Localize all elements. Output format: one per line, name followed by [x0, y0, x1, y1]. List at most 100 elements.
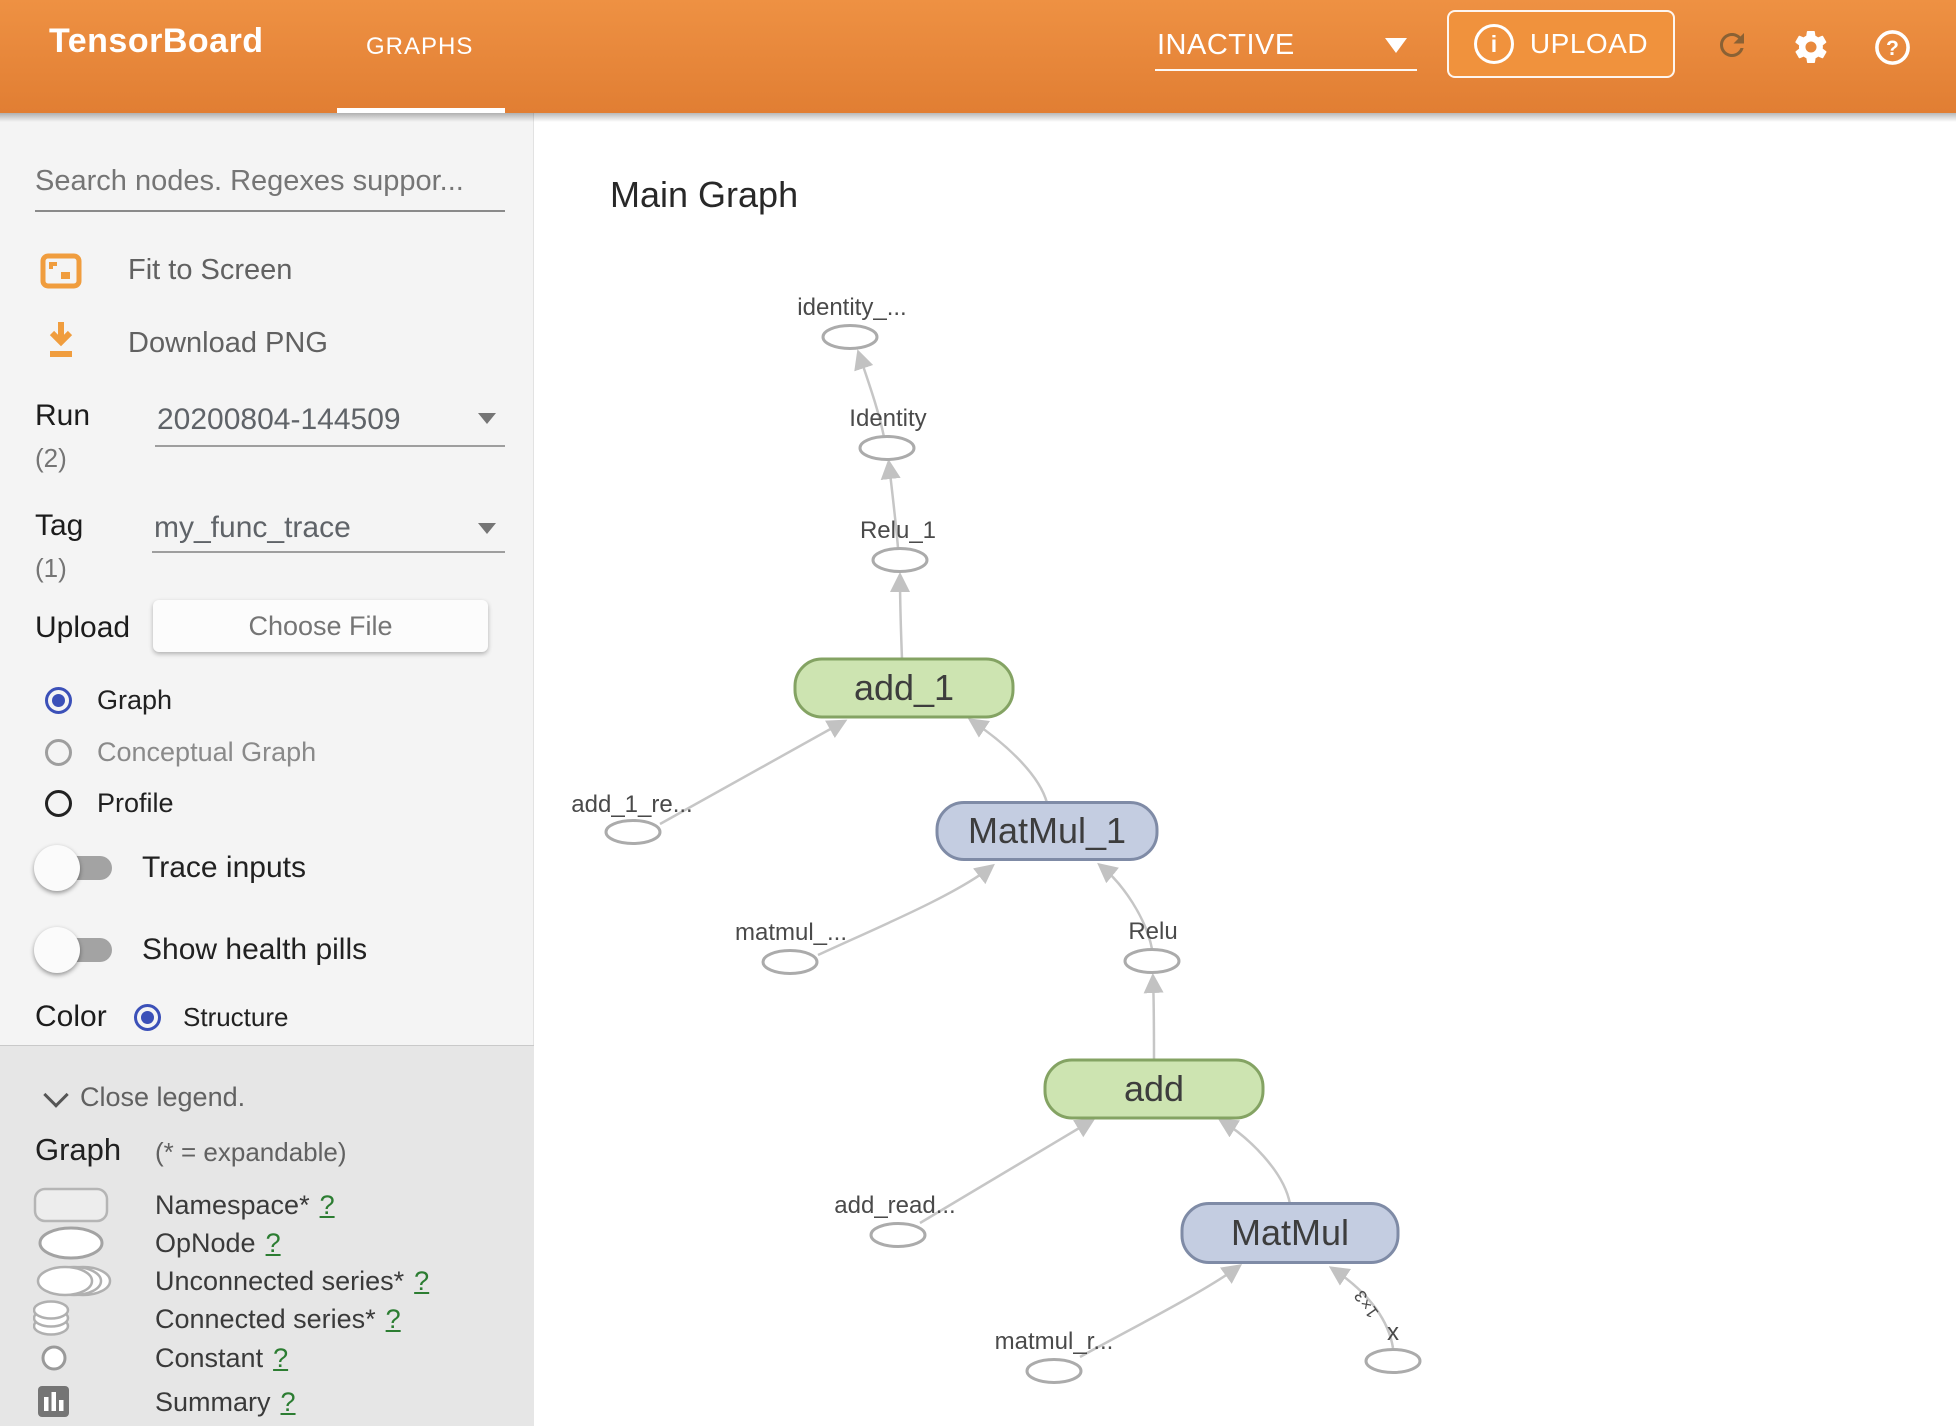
- graph-node-add_1_re[interactable]: [604, 819, 662, 845]
- tab-graphs[interactable]: GRAPHS: [366, 33, 474, 60]
- graph-edge-matmul_-to-MatMul_1: [817, 863, 995, 957]
- graph-node-identity_out[interactable]: [821, 324, 879, 350]
- legend-item-connected-series: Connected series*?: [0, 1297, 534, 1341]
- help-link[interactable]: ?: [273, 1342, 289, 1373]
- run-select[interactable]: 20200804-144509: [157, 403, 401, 436]
- graph-node-add[interactable]: [1043, 1058, 1265, 1120]
- graph-edge-Relu_1-to-Identity: [880, 459, 901, 549]
- help-icon[interactable]: ?: [1873, 28, 1912, 67]
- graph-node-label: matmul_r...: [995, 1328, 1114, 1355]
- graph-node-label: add_read...: [834, 1192, 955, 1219]
- show-health-pills-toggle[interactable]: Show health pills: [34, 927, 367, 973]
- dropdown-caret-icon[interactable]: [1385, 38, 1407, 53]
- help-link[interactable]: ?: [280, 1386, 296, 1417]
- graph-edge-add_1_re-to-add_1: [659, 719, 848, 826]
- legend-item-namespace: Namespace*?: [0, 1183, 534, 1227]
- graph-edge-MatMul_1-to-add_1: [967, 718, 1049, 804]
- radio-unselected-icon: [45, 738, 72, 766]
- graph-node-label: Identity: [849, 405, 926, 432]
- tag-underline: [152, 551, 505, 553]
- graph-node-label: add_1_re...: [571, 791, 692, 818]
- graph-node-x[interactable]: [1364, 1348, 1422, 1374]
- graph-node-Identity[interactable]: [858, 435, 916, 461]
- fit-to-screen-button[interactable]: Fit to Screen: [128, 254, 293, 286]
- download-png-icon[interactable]: [44, 320, 78, 360]
- tag-select[interactable]: my_func_trace: [154, 511, 351, 544]
- graph-node-matmul_[interactable]: [761, 949, 819, 975]
- search-input[interactable]: [35, 165, 505, 212]
- summary-icon: [33, 1380, 113, 1424]
- legend-note: (* = expandable): [155, 1137, 347, 1167]
- color-label: Color: [35, 1000, 107, 1033]
- graph-node-label: x: [1387, 1319, 1399, 1346]
- graph-node-label: matmul_...: [735, 919, 847, 946]
- help-link[interactable]: ?: [414, 1265, 430, 1296]
- radio-profile[interactable]: Profile: [45, 788, 174, 818]
- status-underline: [1155, 69, 1417, 71]
- help-link[interactable]: ?: [319, 1189, 335, 1220]
- graph-node-Relu_1[interactable]: [871, 547, 929, 573]
- constant-icon: [33, 1336, 113, 1380]
- choose-file-button[interactable]: Choose File: [153, 600, 488, 652]
- tag-caret-icon[interactable]: [478, 523, 496, 534]
- toggle-off-icon: [34, 845, 112, 891]
- graph-edge-matmul_r-to-MatMul: [1079, 1264, 1243, 1359]
- radio-conceptual-graph[interactable]: Conceptual Graph: [45, 737, 316, 767]
- graph-node-Relu[interactable]: [1123, 948, 1181, 974]
- app-header: TensorBoard GRAPHS INACTIVE i UPLOAD ?: [0, 0, 1956, 113]
- tag-label: Tag: [35, 509, 84, 542]
- graph-node-label: MatMul_1: [968, 810, 1126, 851]
- download-png-button[interactable]: Download PNG: [128, 327, 328, 359]
- radio-graph[interactable]: Graph: [45, 685, 172, 715]
- graph-node-label: MatMul: [1231, 1212, 1349, 1253]
- close-legend-button[interactable]: Close legend.: [80, 1082, 246, 1112]
- graph-node-MatMul_1[interactable]: [935, 801, 1159, 861]
- radio-selected-icon: [45, 686, 72, 714]
- info-icon: i: [1473, 24, 1514, 64]
- graph-node-label: add_1: [854, 667, 954, 708]
- graph-node-add_1[interactable]: [793, 657, 1015, 719]
- upload-button-label: UPLOAD: [1529, 28, 1649, 59]
- help-link[interactable]: ?: [265, 1227, 281, 1258]
- fit-to-screen-icon[interactable]: [40, 252, 82, 290]
- toggle-off-icon: [34, 927, 112, 973]
- graph-edge-add-to-Relu: [1143, 973, 1164, 1061]
- run-caret-icon[interactable]: [478, 413, 496, 424]
- run-label: Run: [35, 399, 91, 432]
- run-count: (2): [35, 443, 67, 473]
- svg-text:?: ?: [1886, 37, 1899, 60]
- settings-icon[interactable]: [1792, 28, 1830, 66]
- graph-node-add_read[interactable]: [869, 1222, 927, 1248]
- connected-series-icon: [33, 1297, 113, 1341]
- edge-shape-label: 1×3: [1350, 1287, 1382, 1322]
- unconnected-series-icon: [33, 1259, 113, 1303]
- graph-node-label: Relu: [1128, 918, 1177, 945]
- legend-panel: Close legend. Graph (* = expandable) Nam…: [0, 1045, 534, 1426]
- run-underline: [155, 445, 505, 447]
- refresh-icon[interactable]: [1714, 27, 1750, 63]
- legend-item-unconnected-series: Unconnected series*?: [0, 1259, 534, 1303]
- graph-node-label: add: [1124, 1068, 1184, 1109]
- radio-selected-icon: [134, 1003, 161, 1031]
- radio-color-structure[interactable]: Structure: [134, 1002, 289, 1032]
- trace-inputs-toggle[interactable]: Trace inputs: [34, 845, 306, 891]
- run-status-dropdown[interactable]: INACTIVE: [1157, 29, 1295, 61]
- upload-button[interactable]: i UPLOAD: [1447, 10, 1675, 78]
- graph-edge-x-to-MatMul: [1328, 1266, 1395, 1349]
- help-link[interactable]: ?: [385, 1303, 401, 1334]
- graph-edge-add_read-to-add: [919, 1118, 1096, 1225]
- legend-heading: Graph: [35, 1132, 122, 1167]
- graph-edge-MatMul-to-add: [1217, 1118, 1292, 1205]
- graph-node-matmul_r[interactable]: [1025, 1358, 1083, 1384]
- graph-node-label: Relu_1: [860, 517, 936, 544]
- chevron-down-icon[interactable]: [43, 1082, 69, 1108]
- graph-node-MatMul[interactable]: [1180, 1202, 1400, 1264]
- graph-edge-Identity-to-identity_out: [854, 349, 886, 438]
- graph-canvas[interactable]: 1×3identity_...IdentityRelu_1add_1add_1_…: [534, 113, 1956, 1426]
- radio-unselected-icon: [45, 789, 72, 817]
- opnode-icon: [33, 1221, 113, 1265]
- tag-count: (1): [35, 553, 67, 583]
- legend-item-constant: Constant?: [0, 1336, 534, 1380]
- sidebar: Fit to Screen Download PNG Run (2) 20200…: [0, 113, 534, 1426]
